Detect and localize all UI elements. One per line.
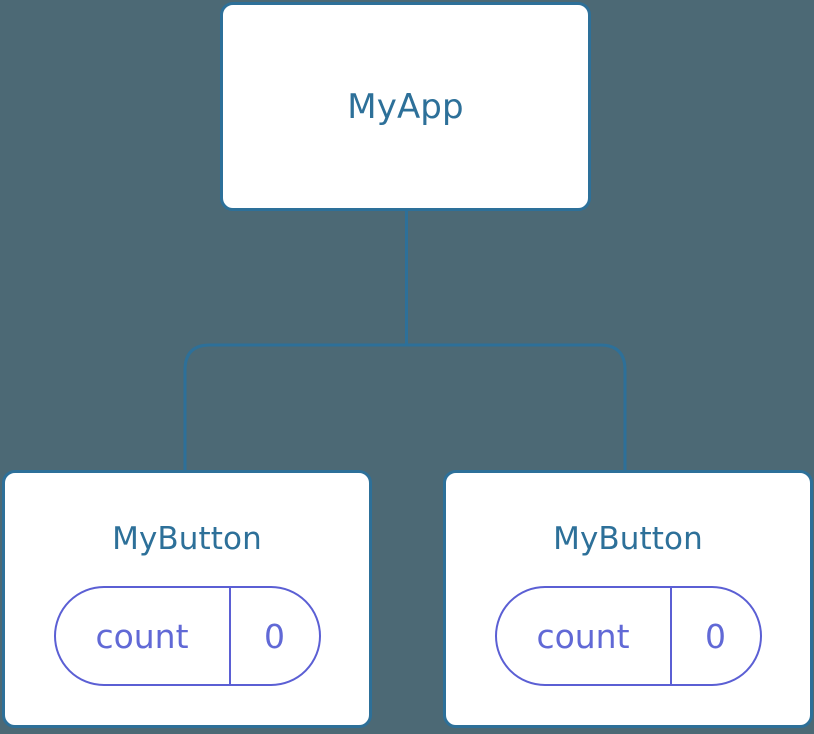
state-pill-1[interactable]: count 0	[53, 586, 321, 686]
node-mybutton-2[interactable]: MyButton count 0	[443, 470, 813, 728]
node-mybutton-2-label: MyButton	[553, 521, 703, 557]
connector-branch-left	[183, 343, 407, 472]
state-pill-2-key: count	[536, 616, 630, 656]
node-myapp[interactable]: MyApp	[220, 2, 591, 211]
state-pill-1-value: 0	[228, 588, 319, 684]
state-pill-2[interactable]: count 0	[494, 586, 762, 686]
state-pill-2-value: 0	[669, 588, 760, 684]
node-mybutton-1[interactable]: MyButton count 0	[2, 470, 372, 728]
connector-branch-right	[406, 343, 627, 472]
state-pill-1-key: count	[95, 616, 189, 656]
node-mybutton-1-label: MyButton	[112, 521, 262, 557]
node-myapp-label: MyApp	[347, 86, 464, 127]
